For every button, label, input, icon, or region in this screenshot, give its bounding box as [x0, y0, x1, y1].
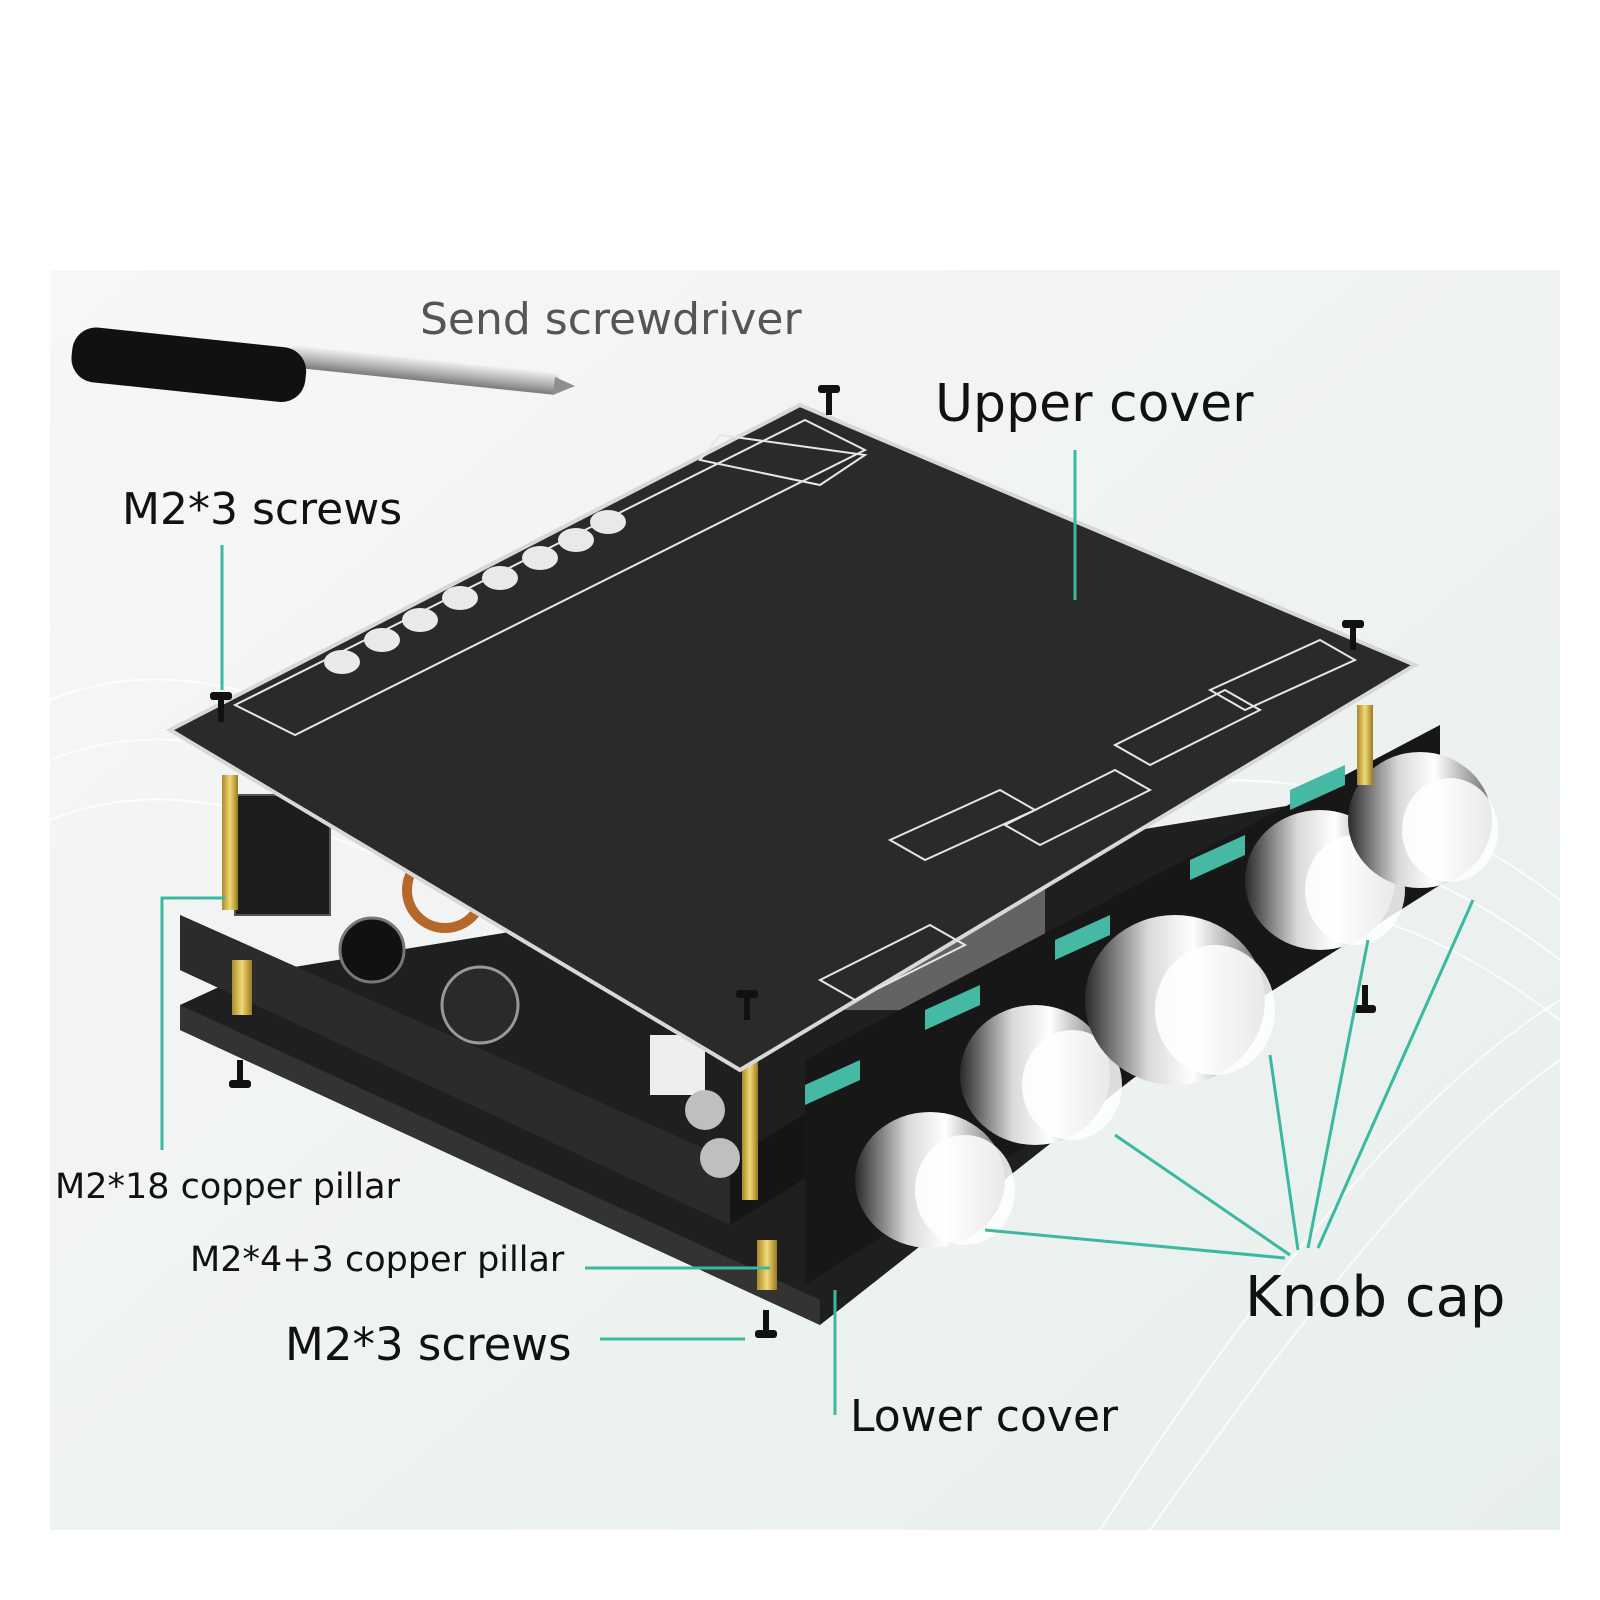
- screws: [210, 385, 1376, 1338]
- upper-cover-buttons: [324, 510, 626, 674]
- upper-cover: [165, 402, 1420, 1073]
- label-send-screwdriver: Send screwdriver: [420, 294, 802, 345]
- main-pcb: [180, 760, 1380, 1225]
- label-knob-cap: Knob cap: [1245, 1265, 1506, 1330]
- knob-caps: [855, 752, 1498, 1248]
- label-upper-cover: Upper cover: [935, 374, 1254, 434]
- label-lower-cover: Lower cover: [850, 1391, 1119, 1442]
- leader-lines: [160, 450, 1475, 1415]
- screwdriver-illustration: [71, 327, 575, 403]
- label-m2x4p3-copper-pillar: M2*4+3 copper pillar: [190, 1240, 565, 1280]
- label-m2x18-copper-pillar: M2*18 copper pillar: [55, 1167, 400, 1207]
- label-m2x3-screws-top: M2*3 screws: [122, 484, 403, 535]
- label-m2x3-screws-bottom: M2*3 screws: [285, 1318, 572, 1371]
- copper-pillars: [222, 705, 1373, 1290]
